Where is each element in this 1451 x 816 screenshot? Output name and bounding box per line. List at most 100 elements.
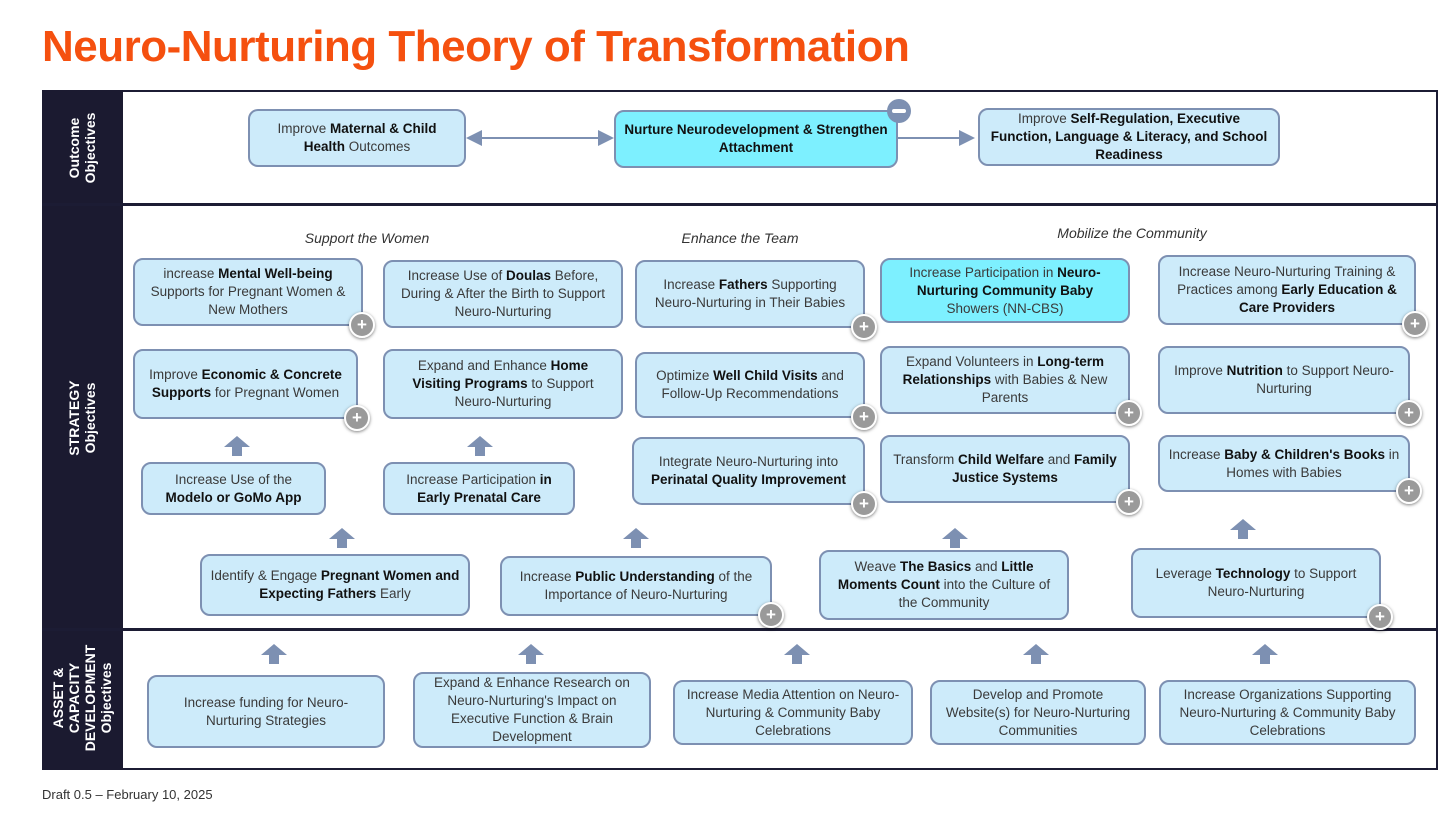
objective-box-s16[interactable]: Identify & Engage Pregnant Women and Exp… bbox=[200, 554, 470, 616]
objective-box-s3[interactable]: Increase Fathers Supporting Neuro-Nurtur… bbox=[635, 260, 865, 328]
objective-box-s17[interactable]: Increase Public Understanding of the Imp… bbox=[500, 556, 772, 616]
objective-box-o1[interactable]: Improve Maternal & Child Health Outcomes bbox=[248, 109, 466, 167]
expand-plus-icon[interactable]: + bbox=[851, 314, 877, 340]
objective-box-s13[interactable]: Integrate Neuro-Nurturing into Perinatal… bbox=[632, 437, 865, 505]
expand-plus-icon[interactable]: + bbox=[1396, 478, 1422, 504]
expand-plus-icon[interactable]: + bbox=[344, 405, 370, 431]
objective-box-o3[interactable]: Improve Self-Regulation, Executive Funct… bbox=[978, 108, 1280, 166]
bold-text: Baby & Children's Books bbox=[1224, 446, 1385, 462]
text: Transform bbox=[893, 452, 958, 467]
text: Supporting Neuro-Nurturing in Their Babi… bbox=[654, 277, 846, 310]
up-arrow-icon bbox=[1252, 644, 1278, 664]
text: increase bbox=[163, 266, 219, 281]
page-title: Neuro-Nurturing Theory of Transformation bbox=[42, 22, 910, 71]
bold-text: Technology bbox=[1215, 566, 1291, 581]
expand-plus-icon[interactable]: + bbox=[851, 491, 877, 517]
text: Increase Participation bbox=[406, 471, 540, 487]
expand-plus-icon[interactable]: + bbox=[851, 404, 877, 430]
objective-box-a1[interactable]: Increase funding for Neuro-Nurturing Str… bbox=[147, 675, 385, 748]
objective-text: Improve Self-Regulation, Executive Funct… bbox=[988, 110, 1270, 164]
expand-plus-icon[interactable]: + bbox=[1367, 604, 1393, 630]
objective-box-s12[interactable]: Increase Participation in Early Prenatal… bbox=[383, 462, 575, 515]
objective-text: Expand Volunteers in Long-term Relations… bbox=[890, 353, 1120, 407]
up-arrow-icon bbox=[623, 528, 649, 548]
objective-box-s7[interactable]: Expand and Enhance Home Visiting Program… bbox=[383, 349, 623, 419]
objective-box-s10[interactable]: Improve Nutrition to Support Neuro-Nurtu… bbox=[1158, 346, 1410, 414]
objective-box-a4[interactable]: Develop and Promote Website(s) for Neuro… bbox=[930, 680, 1146, 745]
collapse-minus-icon[interactable] bbox=[887, 99, 911, 123]
expand-plus-icon[interactable]: + bbox=[349, 312, 375, 338]
objective-box-a2[interactable]: Expand & Enhance Research on Neuro-Nurtu… bbox=[413, 672, 651, 748]
objective-box-s9[interactable]: Expand Volunteers in Long-term Relations… bbox=[880, 346, 1130, 414]
objective-text: Transform Child Welfare and Family Justi… bbox=[890, 451, 1120, 487]
objective-box-s14[interactable]: Transform Child Welfare and Family Justi… bbox=[880, 435, 1130, 503]
up-arrow-icon bbox=[261, 644, 287, 664]
up-arrow-icon bbox=[942, 528, 968, 548]
bold-text: Mental Well-being bbox=[218, 266, 333, 281]
expand-plus-icon[interactable]: + bbox=[758, 602, 784, 628]
objective-text: Increase Organizations Supporting Neuro-… bbox=[1169, 686, 1406, 740]
objective-text: Increase Baby & Children's Books in Home… bbox=[1168, 446, 1400, 482]
objective-text: Increase Participation in Neuro-Nurturin… bbox=[890, 264, 1120, 318]
objective-box-s4[interactable]: Increase Participation in Neuro-Nurturin… bbox=[880, 258, 1130, 323]
bold-text: Self-Regulation, Executive Function, Lan… bbox=[990, 111, 1268, 162]
objective-box-s19[interactable]: Leverage Technology to Support Neuro-Nur… bbox=[1131, 548, 1381, 618]
up-arrow-icon bbox=[1230, 519, 1256, 539]
objective-box-a5[interactable]: Increase Organizations Supporting Neuro-… bbox=[1159, 680, 1416, 745]
text: and bbox=[1043, 452, 1075, 467]
objective-box-s18[interactable]: Weave The Basics and Little Moments Coun… bbox=[819, 550, 1069, 620]
text: with Babies & New Parents bbox=[981, 372, 1108, 405]
expand-plus-icon[interactable]: + bbox=[1116, 400, 1142, 426]
text: Before, During & After the Birth to Supp… bbox=[400, 268, 606, 319]
text: Increase Use of the bbox=[174, 471, 293, 487]
objective-box-s11[interactable]: Increase Use of the Modelo or GoMo App bbox=[141, 462, 326, 515]
objective-text: Increase Use of the Modelo or GoMo App bbox=[151, 471, 316, 507]
text: into the Culture of the Community bbox=[898, 577, 1051, 610]
text: Early bbox=[376, 586, 411, 601]
heading-mobilize-community: Mobilize the Community bbox=[1057, 225, 1207, 241]
objective-box-s1[interactable]: increase Mental Well-being Supports for … bbox=[133, 258, 363, 326]
text: Improve bbox=[1174, 363, 1227, 378]
objective-text: Increase Media Attention on Neuro-Nurtur… bbox=[683, 686, 903, 740]
text: Identify & Engage bbox=[210, 568, 321, 583]
bold-text: Little Moments Count bbox=[837, 559, 1034, 592]
objective-text: Improve Economic & Concrete Supports for… bbox=[143, 366, 348, 402]
row-divider bbox=[42, 628, 1438, 631]
bold-text: in Early Prenatal Care bbox=[417, 471, 552, 505]
up-arrow-icon bbox=[329, 528, 355, 548]
text: in Homes with Babies bbox=[1226, 446, 1400, 480]
objective-text: Improve Nutrition to Support Neuro-Nurtu… bbox=[1168, 362, 1400, 398]
objective-box-s15[interactable]: Increase Baby & Children's Books in Home… bbox=[1158, 435, 1410, 492]
bold-text: The Basics bbox=[899, 559, 972, 574]
objective-box-s6[interactable]: Improve Economic & Concrete Supports for… bbox=[133, 349, 358, 419]
text: Supports for Pregnant Women & New Mother… bbox=[150, 284, 346, 317]
text: to Support Neuro-Nurturing bbox=[1256, 363, 1394, 396]
text: Improve bbox=[1017, 111, 1071, 126]
expand-plus-icon[interactable]: + bbox=[1116, 489, 1142, 515]
objective-box-a3[interactable]: Increase Media Attention on Neuro-Nurtur… bbox=[673, 680, 913, 745]
objective-text: increase Mental Well-being Supports for … bbox=[143, 265, 353, 319]
objective-box-s8[interactable]: Optimize Well Child Visits and Follow-Up… bbox=[635, 352, 865, 418]
objective-text: Improve Maternal & Child Health Outcomes bbox=[258, 120, 456, 156]
bold-text: Nurture Neurodevelopment & Strengthen At… bbox=[624, 122, 888, 155]
objective-box-s5[interactable]: Increase Neuro-Nurturing Training & Prac… bbox=[1158, 255, 1416, 325]
expand-plus-icon[interactable]: + bbox=[1396, 400, 1422, 426]
text: Expand Volunteers in bbox=[905, 354, 1038, 369]
bold-text: Pregnant Women and Expecting Fathers bbox=[259, 568, 460, 601]
bold-text: Economic & Concrete Supports bbox=[151, 367, 342, 400]
objective-box-o2[interactable]: Nurture Neurodevelopment & Strengthen At… bbox=[614, 110, 898, 168]
text: of the Importance of Neuro-Nurturing bbox=[544, 569, 753, 602]
text: Outcomes bbox=[344, 139, 411, 154]
text: Increase bbox=[663, 277, 719, 292]
row-divider bbox=[42, 203, 1438, 206]
text: Increase Use of bbox=[407, 268, 506, 283]
text: and Follow-Up Recommendations bbox=[661, 368, 844, 401]
up-arrow-icon bbox=[518, 644, 544, 664]
heading-support-women: Support the Women bbox=[304, 230, 430, 246]
expand-plus-icon[interactable]: + bbox=[1402, 311, 1428, 337]
bold-text: Child Welfare bbox=[957, 452, 1044, 467]
bold-text: Early Education & Care Providers bbox=[1238, 282, 1397, 315]
objective-box-s2[interactable]: Increase Use of Doulas Before, During & … bbox=[383, 260, 623, 328]
objective-text: Weave The Basics and Little Moments Coun… bbox=[829, 558, 1059, 612]
